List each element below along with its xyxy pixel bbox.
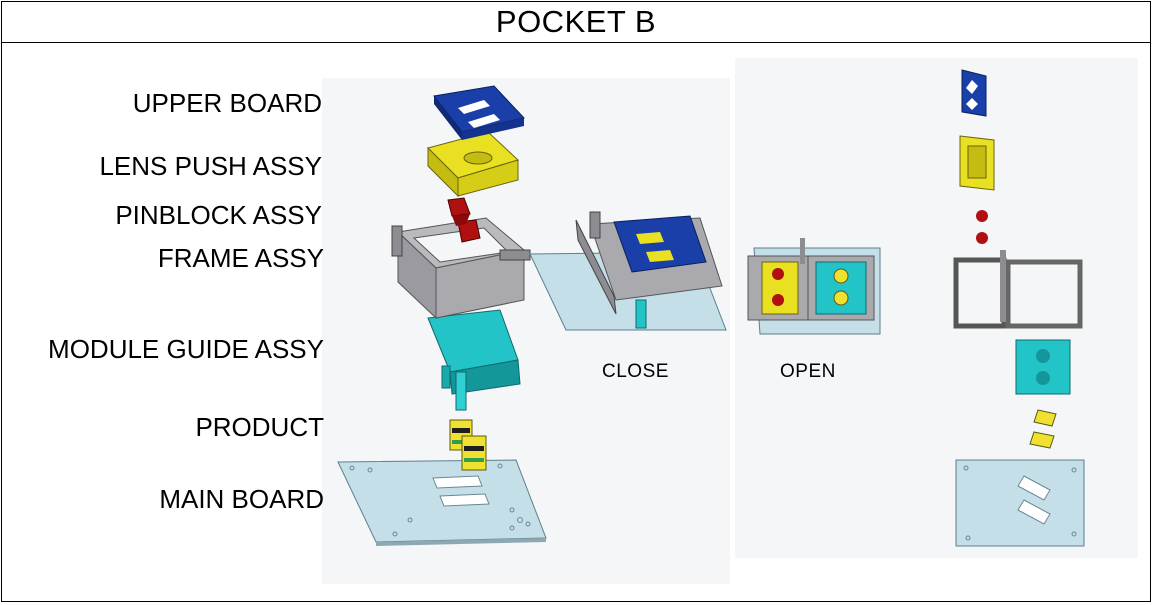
label-main-board: MAIN BOARD — [159, 484, 324, 514]
label-frame-assy: FRAME ASSY — [157, 243, 324, 273]
label-pinblock-assy: PINBLOCK ASSY — [115, 200, 322, 230]
label-open: OPEN — [780, 361, 836, 382]
label-module-guide-assy: MODULE GUIDE ASSY — [48, 334, 324, 364]
page-title: POCKET B — [495, 3, 657, 39]
pinblock-part — [447, 197, 481, 243]
module-guide-part — [427, 309, 521, 411]
right-product — [1029, 409, 1057, 449]
label-upper-board: UPPER BOARD — [132, 88, 322, 118]
label-lens-push-assy: LENS PUSH ASSY — [99, 151, 322, 181]
right-pinblock — [976, 210, 988, 244]
right-lens-push — [959, 135, 995, 191]
product-part — [449, 419, 487, 471]
main-board-part — [337, 459, 547, 546]
close-view-assembly — [529, 211, 727, 331]
right-upper-board — [961, 69, 987, 117]
title-bar: POCKET B — [1, 1, 1151, 43]
open-view-assembly — [747, 238, 881, 335]
label-close: CLOSE — [602, 361, 669, 382]
right-module-guide — [1015, 339, 1071, 395]
frame-part — [391, 217, 531, 320]
right-main-board — [955, 459, 1085, 547]
upper-board-part — [433, 85, 525, 140]
right-frame-open — [953, 250, 1083, 329]
lens-push-part — [427, 131, 519, 198]
label-product: PRODUCT — [195, 412, 324, 442]
